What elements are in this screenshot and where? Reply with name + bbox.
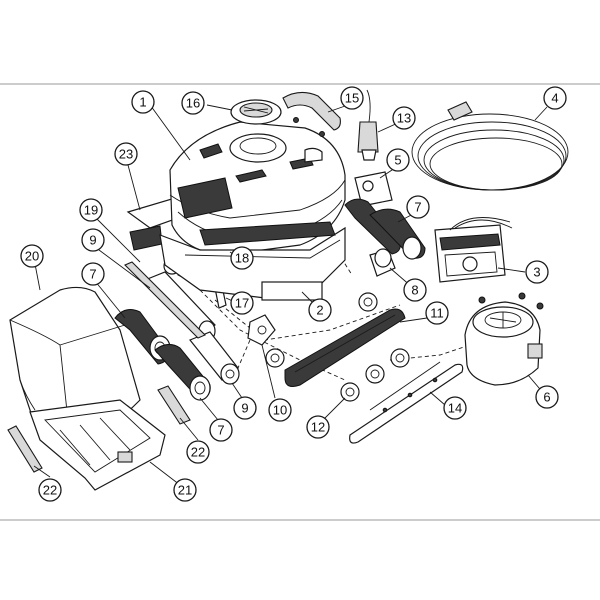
- brush-roller-center: [154, 344, 211, 401]
- callout-4-label: 4: [551, 91, 558, 106]
- wheel-part-left: [265, 348, 285, 368]
- callout-9-right-label: 9: [241, 401, 248, 416]
- callout-2: 2: [308, 298, 332, 322]
- cylinder-part: [369, 248, 396, 277]
- callout-12-label: 12: [311, 420, 325, 435]
- connector-part: [354, 171, 393, 207]
- axle-part: [124, 261, 206, 339]
- callout-3: 3: [525, 260, 549, 284]
- callout-4: 4: [543, 86, 567, 110]
- control-unit-part: [434, 217, 513, 283]
- callout-7-right: 7: [406, 195, 430, 219]
- callout-5: 5: [386, 148, 410, 172]
- callout-23: 23: [114, 142, 138, 166]
- callout-19-label: 19: [84, 203, 98, 218]
- callout-10-label: 10: [273, 403, 287, 418]
- callout-18: 18: [230, 246, 254, 270]
- callout-8-label: 8: [411, 283, 418, 298]
- callout-9-left-label: 9: [89, 233, 96, 248]
- callout-7-left-label: 7: [89, 267, 96, 282]
- callout-11: 11: [425, 301, 449, 325]
- callout-9-right: 9: [233, 396, 257, 420]
- callout-20: 20: [20, 244, 44, 268]
- callout-11-label: 11: [430, 306, 444, 321]
- callout-6: 6: [535, 385, 559, 409]
- callout-14: 14: [443, 396, 467, 420]
- callout-5-label: 5: [394, 153, 401, 168]
- wheel-set-part: [340, 348, 410, 402]
- callout-7-right-label: 7: [414, 200, 421, 215]
- callout-6-label: 6: [543, 390, 550, 405]
- top-grille-part: [230, 99, 282, 125]
- rail-part: [349, 361, 464, 444]
- callout-2-label: 2: [316, 303, 323, 318]
- callout-16-label: 16: [186, 96, 200, 111]
- callout-22-left: 22: [38, 478, 62, 502]
- brush-roller-right: [344, 198, 426, 260]
- callout-16: 16: [181, 91, 205, 115]
- callout-10: 10: [268, 398, 292, 422]
- callout-7-center: 7: [209, 418, 233, 442]
- clip-part-center: [157, 385, 191, 425]
- callout-7-left: 7: [81, 262, 105, 286]
- callout-3-label: 3: [533, 265, 540, 280]
- callout-18-label: 18: [235, 251, 249, 266]
- callout-22-center: 22: [186, 440, 210, 464]
- swivel-part: [357, 89, 379, 161]
- callout-14-label: 14: [448, 401, 462, 416]
- callout-19: 19: [79, 198, 103, 222]
- callout-20-label: 20: [25, 249, 39, 264]
- track-belt-part: [284, 292, 406, 387]
- callout-13-label: 13: [397, 111, 411, 126]
- callout-7-center-label: 7: [217, 423, 224, 438]
- power-cable-part: [411, 101, 569, 191]
- handle-part: [282, 91, 341, 137]
- callout-15-label: 15: [345, 91, 359, 106]
- callout-21-label: 21: [178, 483, 192, 498]
- callout-17: 17: [230, 291, 254, 315]
- callout-1-label: 1: [139, 95, 146, 110]
- callout-13: 13: [392, 106, 416, 130]
- callout-22-center-label: 22: [191, 445, 205, 460]
- callout-17-label: 17: [235, 296, 249, 311]
- drive-pulley-part: [247, 314, 276, 346]
- clip-part-left: [7, 425, 43, 473]
- callout-23-label: 23: [119, 147, 133, 162]
- callout-15: 15: [340, 86, 364, 110]
- filter-frame-part: [29, 399, 166, 491]
- callout-1: 1: [131, 90, 155, 114]
- callout-22-left-label: 22: [43, 483, 57, 498]
- main-housing-part: [169, 121, 346, 256]
- callout-8: 8: [403, 278, 427, 302]
- callout-9-left: 9: [81, 228, 105, 252]
- callout-21: 21: [173, 478, 197, 502]
- pump-motor-part: [464, 292, 544, 386]
- callout-12: 12: [306, 415, 330, 439]
